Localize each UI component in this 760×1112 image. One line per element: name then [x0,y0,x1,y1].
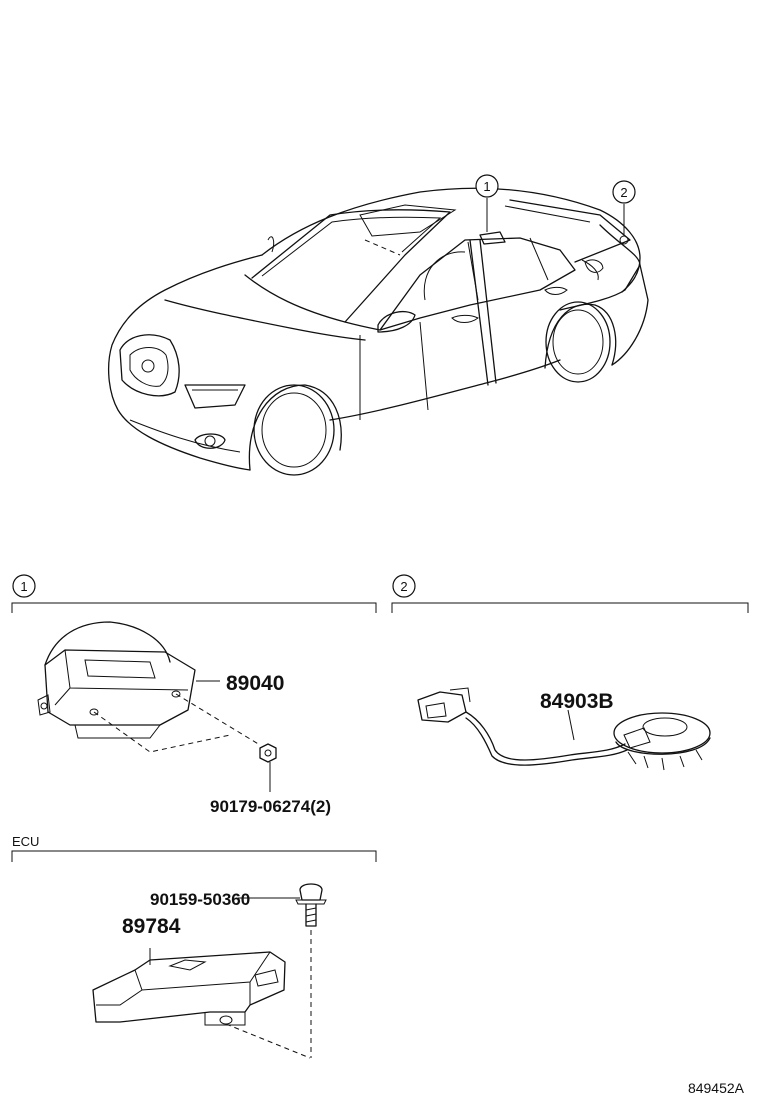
section-2: 2 84903B [391,574,749,771]
car-illustration [108,187,649,476]
section-ecu: ECU 90159-50360 89784 [11,834,377,1059]
callout-2: 2 [612,180,636,236]
ecu-89784-drawing [92,948,311,1059]
callout-1-label: 1 [483,179,490,194]
section-1: 1 89040 90179-06274(2) [11,574,377,816]
figure-id: 849452A [688,1080,745,1096]
section-2-marker: 2 [400,579,407,594]
sensor-89040-drawing [37,621,261,753]
cable-84903b-drawing [417,687,711,771]
part-label-89040: 89040 [226,672,284,695]
bolt-90159-drawing [238,883,327,1058]
part-label-90159-50360: 90159-50360 [150,890,250,909]
callout-2-label: 2 [620,185,627,200]
callout-1: 1 [475,174,499,232]
part-label-89784: 89784 [122,915,181,938]
section-1-marker: 1 [20,579,27,594]
nut-90179-drawing [259,743,277,792]
part-label-90179-06274: 90179-06274(2) [210,797,331,816]
part-label-84903B: 84903B [540,690,614,713]
ecu-section-title: ECU [12,834,39,849]
